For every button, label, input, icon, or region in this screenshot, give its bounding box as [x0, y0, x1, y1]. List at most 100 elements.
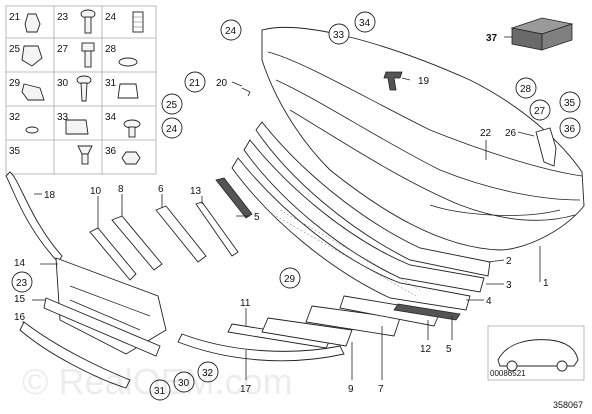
car-silhouette-icon — [497, 339, 579, 367]
grille-strips — [231, 121, 491, 311]
callout-17[interactable]: 17 — [240, 384, 252, 395]
callout-6[interactable]: 6 — [158, 184, 164, 195]
svg-text:27: 27 — [534, 106, 546, 117]
callout-7[interactable]: 7 — [378, 384, 384, 395]
vehicle-inset: 00086521 — [487, 325, 585, 381]
clip-25-icon — [21, 45, 43, 67]
circled-25[interactable]: 25 — [161, 93, 183, 115]
circled-36[interactable]: 36 — [559, 117, 581, 139]
circled-35[interactable]: 35 — [559, 91, 581, 113]
rivet-35-icon — [77, 145, 93, 165]
legend-label-36[interactable]: 36 — [105, 146, 117, 157]
circled-34[interactable]: 34 — [354, 11, 376, 33]
callout-15[interactable]: 15 — [14, 294, 26, 305]
circled-31[interactable]: 31 — [149, 379, 171, 401]
svg-text:33: 33 — [333, 30, 345, 41]
circled-29[interactable]: 29 — [279, 267, 301, 289]
moulding-10 — [89, 227, 137, 281]
callout-9[interactable]: 9 — [348, 384, 354, 395]
pin-20 — [241, 87, 251, 97]
callout-37[interactable]: 37 — [486, 33, 498, 44]
cover-26 — [535, 127, 557, 167]
callout-18[interactable]: 18 — [44, 190, 56, 201]
legend-label-29[interactable]: 29 — [9, 78, 21, 89]
legend-label-34[interactable]: 34 — [105, 112, 117, 123]
callout-4[interactable]: 4 — [486, 296, 492, 307]
callout-5-lower[interactable]: 5 — [446, 344, 452, 355]
svg-text:24: 24 — [166, 124, 178, 135]
callout-2[interactable]: 2 — [506, 256, 512, 267]
svg-text:25: 25 — [166, 100, 178, 111]
callout-16[interactable]: 16 — [14, 312, 26, 323]
callout-19[interactable]: 19 — [418, 76, 430, 87]
callout-1[interactable]: 1 — [543, 278, 549, 289]
legend-label-28[interactable]: 28 — [105, 44, 117, 55]
grille-frame-14 — [55, 257, 167, 355]
svg-text:29: 29 — [284, 274, 296, 285]
svg-text:24: 24 — [225, 26, 237, 37]
svg-text:21: 21 — [189, 78, 201, 89]
nut-36-icon — [121, 151, 141, 165]
legend-label-32[interactable]: 32 — [9, 112, 21, 123]
bumper-cover — [261, 27, 585, 251]
svg-text:30: 30 — [178, 378, 190, 389]
legend-label-23[interactable]: 23 — [57, 12, 69, 23]
svg-text:28: 28 — [520, 84, 532, 95]
legend-label-31[interactable]: 31 — [105, 78, 117, 89]
bolt-27-icon — [81, 42, 95, 68]
inset-code: 00086521 — [490, 369, 526, 378]
small-parts-legend: 21 23 24 25 27 28 29 30 31 — [5, 5, 157, 175]
nut-33-icon — [65, 119, 89, 135]
callout-10[interactable]: 10 — [90, 186, 102, 197]
repair-kit-box-icon — [510, 17, 574, 51]
svg-text:23: 23 — [16, 278, 28, 289]
strip-15 — [43, 297, 161, 357]
callout-3[interactable]: 3 — [506, 280, 512, 291]
strip-17 — [177, 333, 345, 362]
callout-numbers: 1 2 3 4 5 5 6 7 8 9 10 11 12 13 14 15 16… — [14, 76, 549, 395]
svg-text:34: 34 — [359, 18, 371, 29]
callout-5-upper[interactable]: 5 — [254, 212, 260, 223]
circled-28[interactable]: 28 — [515, 77, 537, 99]
callout-14[interactable]: 14 — [14, 258, 26, 269]
cap-31-icon — [117, 83, 139, 99]
legend-label-33[interactable]: 33 — [57, 112, 69, 123]
strip-5-upper — [215, 177, 253, 219]
circled-30[interactable]: 30 — [173, 371, 195, 393]
svg-text:35: 35 — [564, 98, 576, 109]
callout-22[interactable]: 22 — [480, 128, 492, 139]
bracket-19 — [383, 71, 403, 91]
callout-8[interactable]: 8 — [118, 184, 124, 195]
washer-28-icon — [118, 57, 138, 67]
legend-label-25[interactable]: 25 — [9, 44, 21, 55]
circled-21[interactable]: 21 — [184, 71, 206, 93]
callout-13[interactable]: 13 — [190, 186, 202, 197]
screw-23-icon — [80, 9, 96, 34]
legend-label-35[interactable]: 35 — [9, 146, 21, 157]
svg-text:31: 31 — [154, 386, 166, 397]
callout-20[interactable]: 20 — [216, 78, 228, 89]
moulding-6 — [155, 205, 207, 263]
circled-33[interactable]: 33 — [328, 23, 350, 45]
callout-26[interactable]: 26 — [505, 128, 517, 139]
legend-label-27[interactable]: 27 — [57, 44, 69, 55]
svg-text:32: 32 — [202, 368, 214, 379]
circled-24-mid[interactable]: 24 — [161, 117, 183, 139]
diagram-number: 358067 — [553, 400, 583, 410]
callout-11[interactable]: 11 — [240, 298, 251, 309]
washer-32-icon — [25, 126, 39, 134]
moulding-13 — [195, 201, 239, 257]
circled-32[interactable]: 32 — [197, 361, 219, 383]
screw-30-icon — [76, 75, 92, 102]
legend-label-21[interactable]: 21 — [9, 12, 21, 23]
strip-18 — [5, 171, 63, 263]
legend-label-30[interactable]: 30 — [57, 78, 69, 89]
circled-24-top[interactable]: 24 — [220, 19, 242, 41]
legend-label-24[interactable]: 24 — [105, 12, 117, 23]
bracket-29-icon — [21, 83, 45, 101]
part-9 — [261, 317, 353, 347]
circled-23[interactable]: 23 — [11, 271, 33, 293]
callout-12[interactable]: 12 — [420, 344, 432, 355]
circled-27[interactable]: 27 — [529, 99, 551, 121]
